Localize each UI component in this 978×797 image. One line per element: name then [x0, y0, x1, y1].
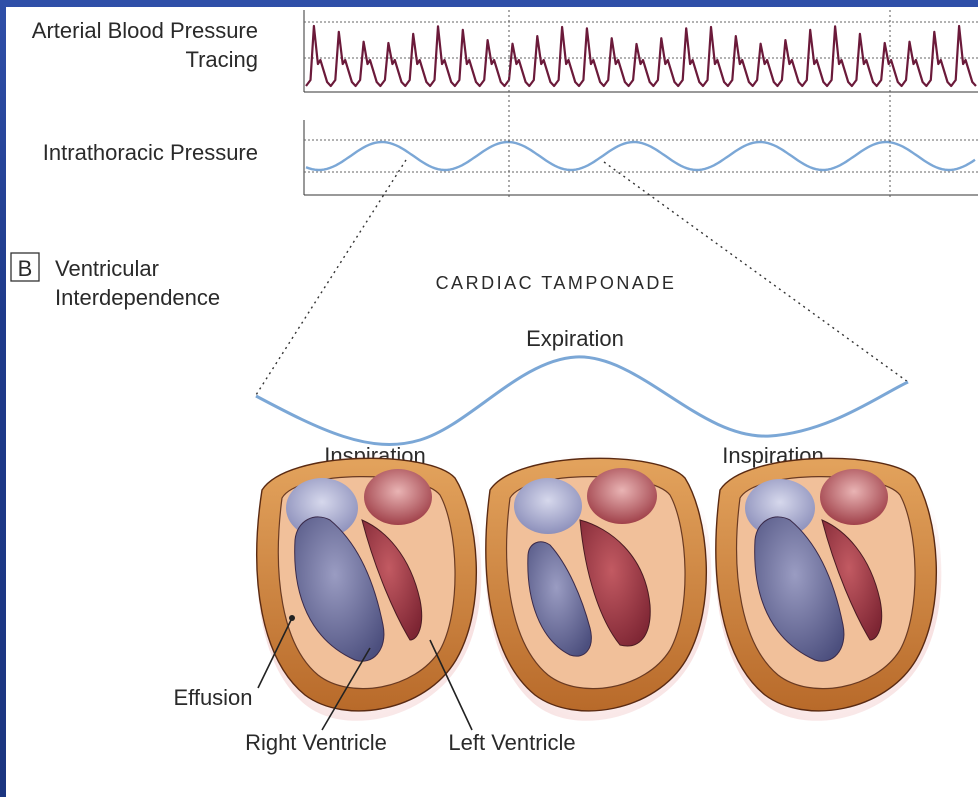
heart-inspiration-right: [715, 450, 941, 721]
panel-title: Ventricular: [55, 256, 159, 281]
panel-letter: B: [18, 256, 33, 281]
zoomed-respiratory-wave: [256, 357, 908, 445]
left-ventricle-label: Left Ventricle: [448, 730, 575, 755]
arterial-pressure-trace: [306, 26, 976, 86]
left-atrium: [364, 469, 432, 525]
left-atrium: [587, 468, 657, 524]
right-atrium: [514, 478, 582, 534]
right-ventricle-label: Right Ventricle: [245, 730, 387, 755]
heart-inspiration-left: [257, 450, 482, 721]
effusion-label: Effusion: [173, 685, 252, 710]
arterial-trace-box: [304, 10, 978, 92]
intrathoracic-trace-box: [304, 120, 978, 195]
intrathoracic-pressure-trace: [306, 142, 975, 170]
arterial-label-line2: Tracing: [185, 47, 258, 72]
effusion-leader-dot: [289, 615, 295, 621]
arterial-label: Arterial Blood Pressure: [32, 18, 258, 43]
left-atrium: [820, 469, 888, 525]
intrathoracic-label: Intrathoracic Pressure: [43, 140, 258, 165]
diagram-title: CARDIAC TAMPONADE: [436, 273, 677, 293]
heart-expiration: [485, 450, 711, 721]
panel-title-line2: Interdependence: [55, 285, 220, 310]
expiration-label: Expiration: [526, 326, 624, 351]
